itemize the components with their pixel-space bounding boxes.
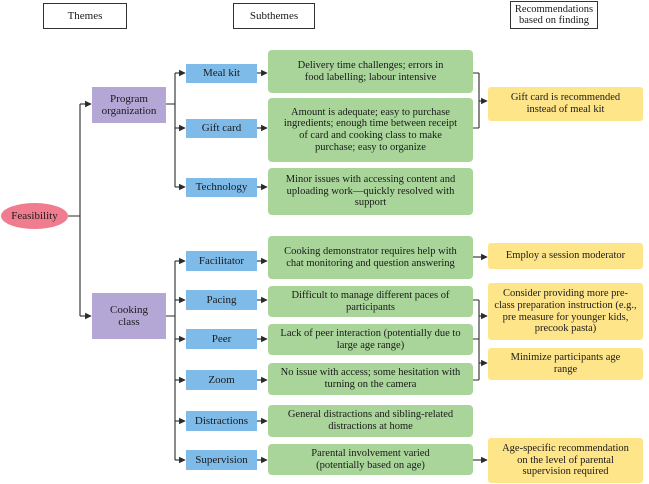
finding-peer: Lack of peer interaction (potentially du… — [268, 324, 473, 355]
theme-program-organization: Program organization — [92, 87, 166, 123]
subtheme-meal-kit: Meal kit — [186, 64, 257, 83]
recommendation-age-range: Minimize participants age range — [488, 348, 643, 380]
subtheme-distractions: Distractions — [186, 411, 257, 431]
subtheme-supervision: Supervision — [186, 450, 257, 470]
subtheme-facilitator: Facilitator — [186, 251, 257, 271]
finding-facilitator: Cooking demonstrator requires help with … — [268, 236, 473, 279]
subtheme-peer: Peer — [186, 329, 257, 349]
recommendations-header: Recommendations based on finding — [510, 1, 598, 29]
finding-meal-kit: Delivery time challenges; errors in food… — [268, 50, 473, 93]
subtheme-gift-card: Gift card — [186, 119, 257, 138]
finding-supervision: Parental involvement varied (potentially… — [268, 444, 473, 475]
recommendation-preparation: Consider providing more pre-class prepar… — [488, 283, 643, 340]
finding-gift-card: Amount is adequate; easy to purchase ing… — [268, 98, 473, 162]
finding-distractions: General distractions and sibling-related… — [268, 405, 473, 437]
themes-header: Themes — [43, 3, 127, 29]
subthemes-header: Subthemes — [233, 3, 315, 29]
finding-zoom: No issue with access; some hesitation wi… — [268, 363, 473, 395]
recommendation-moderator: Employ a session moderator — [488, 243, 643, 269]
feasibility-node: Feasibility — [1, 203, 68, 229]
theme-cooking-class: Cooking class — [92, 293, 166, 339]
finding-technology: Minor issues with accessing content and … — [268, 168, 473, 215]
recommendation-gift-card: Gift card is recommended instead of meal… — [488, 87, 643, 121]
finding-pacing: Difficult to manage different paces of p… — [268, 286, 473, 317]
recommendation-supervision: Age-specific recommendation on the level… — [488, 438, 643, 483]
subtheme-technology: Technology — [186, 178, 257, 197]
subtheme-zoom: Zoom — [186, 370, 257, 390]
subtheme-pacing: Pacing — [186, 290, 257, 310]
